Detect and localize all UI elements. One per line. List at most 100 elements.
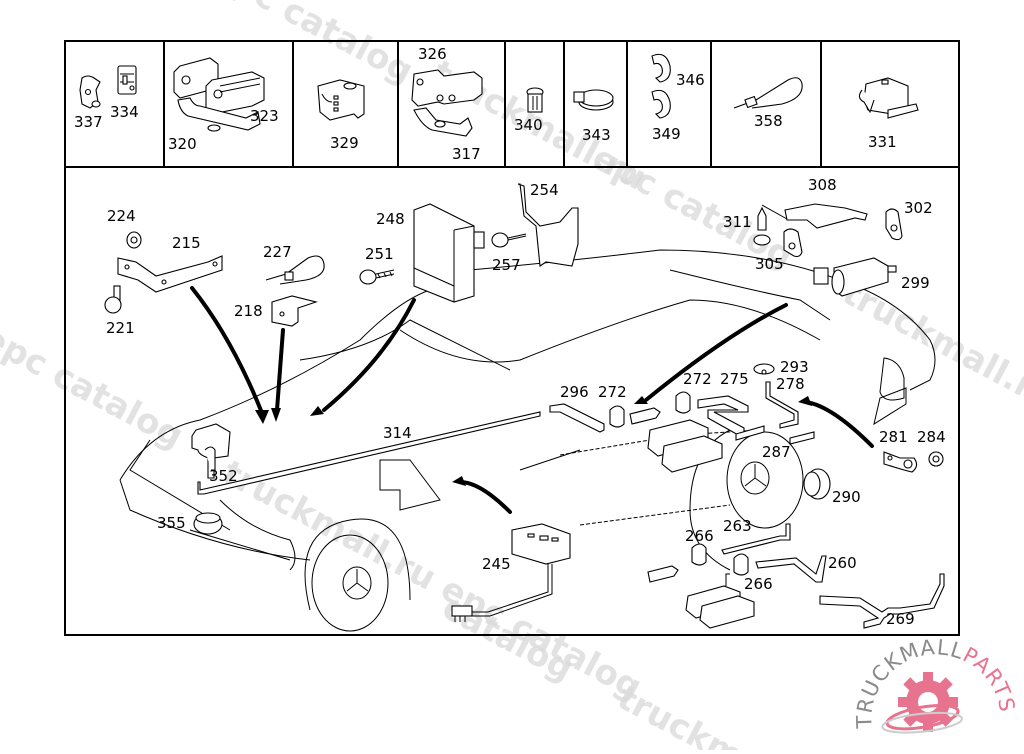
gear-icon (881, 672, 963, 734)
check-valve-icon (647, 565, 679, 583)
arrow-icon (322, 298, 416, 412)
clip-349-icon (651, 89, 671, 119)
callout-284: 284 (917, 428, 946, 446)
part-group-296-272-275[interactable]: 296 272 272 275 (549, 370, 815, 473)
washer-pump-icon (661, 435, 723, 473)
part-label: 326 (418, 45, 447, 63)
callout-311: 311 (723, 213, 752, 231)
callout-278: 278 (776, 375, 805, 393)
callout-355: 355 (157, 514, 186, 532)
hose-278-icon (765, 381, 799, 429)
part-label: 329 (330, 134, 359, 152)
bracket-308-icon (784, 203, 868, 229)
assembly-arrows (190, 286, 874, 514)
callout-281: 281 (879, 428, 908, 446)
callout-257: 257 (492, 256, 521, 274)
cable-holder-329-icon (317, 79, 365, 121)
header-cell-340[interactable]: 340 (514, 87, 544, 134)
callout-305: 305 (755, 255, 784, 273)
arrow-icon (275, 328, 285, 412)
clamp-272-icon (675, 391, 691, 414)
switch-module-245-icon (511, 523, 571, 565)
part-group-224-215-221[interactable]: 224 215 221 (104, 207, 223, 337)
callout-352: 352 (209, 467, 238, 485)
clip-hole (84, 88, 92, 96)
header-cell-329[interactable]: 329 (317, 79, 365, 152)
callout-215: 215 (172, 234, 201, 252)
part-label: 323 (250, 107, 279, 125)
callout-269: 269 (886, 610, 915, 628)
arrow-icon (190, 286, 264, 415)
header-cell-343[interactable]: 343 (573, 89, 614, 144)
part-group-251[interactable]: 251 (359, 245, 395, 285)
hose-269-icon (819, 573, 945, 629)
hose-piece-icon (789, 431, 815, 445)
bolt-221-icon (104, 296, 122, 314)
part-group-245[interactable]: 245 (451, 523, 571, 622)
part-group-287-290[interactable]: 287 290 (762, 443, 861, 506)
header-cell-326-317[interactable]: 326 317 (411, 45, 483, 163)
callout-302: 302 (904, 199, 933, 217)
callout-296: 296 (560, 383, 589, 401)
callout-245: 245 (482, 555, 511, 573)
part-group-308-311-302-305[interactable]: 308 311 305 302 (723, 176, 933, 273)
bracket-218-icon (271, 295, 318, 327)
callout-221: 221 (106, 319, 135, 337)
part-group-227-218[interactable]: 227 218 (234, 243, 325, 327)
callout-293: 293 (780, 358, 809, 376)
hose-piece-icon (735, 425, 765, 441)
part-label: 358 (754, 112, 783, 130)
bracket-254-icon (517, 183, 579, 267)
watermark: truckmall.ru epc catalog (836, 273, 1024, 528)
callout-254: 254 (530, 181, 559, 199)
truckmall-parts-logo (881, 672, 963, 734)
watermark: truckmall.ru (611, 678, 838, 750)
part-group-293-278[interactable]: 293 278 (753, 358, 809, 429)
callout-272: 272 (683, 370, 712, 388)
part-label: 340 (514, 116, 543, 134)
callout-287: 287 (762, 443, 791, 461)
callout-299: 299 (901, 274, 930, 292)
header-cell-358[interactable]: 358 (733, 77, 803, 130)
callout-290: 290 (832, 488, 861, 506)
hose-260-icon (755, 555, 827, 583)
arrow-icon (458, 480, 512, 514)
header-cell-dividers (163, 41, 822, 167)
part-group-248[interactable]: 248 (376, 203, 485, 303)
cable-holder-326-icon (411, 69, 483, 107)
part-label: 343 (582, 126, 611, 144)
callout-275: 275 (720, 370, 749, 388)
part-label: 334 (110, 103, 139, 121)
callout-248: 248 (376, 210, 405, 228)
header-cell-320-323[interactable]: 320 323 (168, 57, 279, 153)
bracket-215-icon (117, 255, 223, 293)
header-cell-346-349[interactable]: 346 349 (651, 53, 705, 143)
hose-263-icon (721, 523, 791, 555)
callout-308: 308 (808, 176, 837, 194)
part-group-263-266-260-269[interactable]: 263 266 266 260 269 (647, 517, 945, 629)
header-cell-331[interactable]: 331 (858, 77, 919, 151)
hose-314-icon (197, 411, 541, 495)
callout-266: 266 (685, 527, 714, 545)
part-label: 320 (168, 135, 197, 153)
part-group-281-284[interactable]: 281 284 (879, 428, 946, 473)
connector-plug-icon (451, 605, 473, 617)
part-group-257[interactable]: 257 (491, 232, 527, 274)
check-valve-icon (629, 407, 661, 425)
part-group-254[interactable]: 254 (517, 181, 579, 267)
callout-227: 227 (263, 243, 292, 261)
arrow-icon (804, 400, 874, 448)
part-label: 349 (652, 125, 681, 143)
washer-pump-icon (699, 595, 755, 629)
callout-218: 218 (234, 302, 263, 320)
callout-263: 263 (723, 517, 752, 535)
callout-272: 272 (598, 383, 627, 401)
part-group-314-352-355[interactable]: 314 352 355 (157, 411, 541, 535)
wheel-emblem (342, 566, 372, 600)
control-unit-248-icon (413, 203, 475, 303)
part-group-299[interactable]: 299 (813, 257, 930, 297)
part-label: 337 (74, 113, 103, 131)
hose-296-icon (549, 403, 605, 433)
cable-tie-358-icon (733, 77, 803, 109)
header-cell-337-334[interactable]: 337 334 (74, 65, 139, 131)
